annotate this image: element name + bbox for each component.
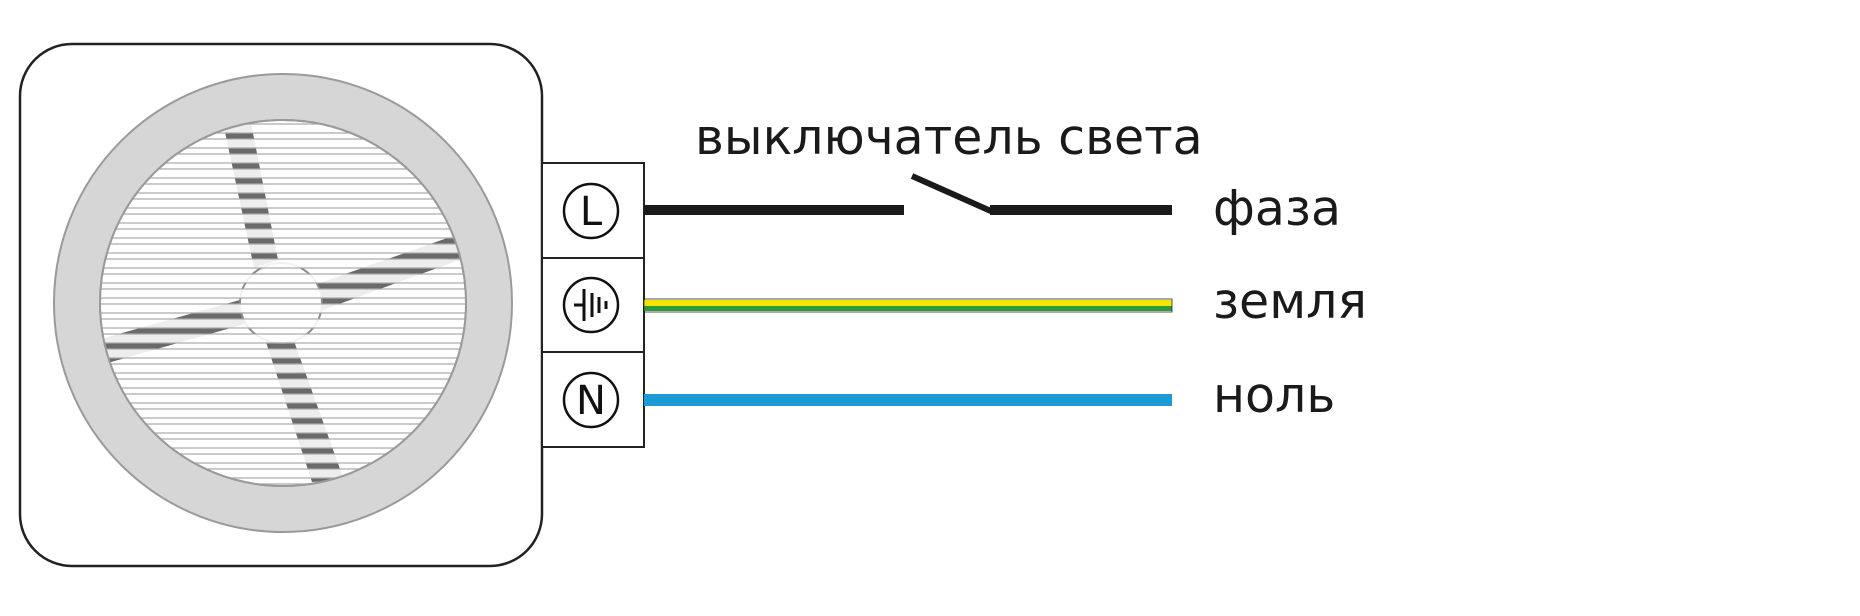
earth-label: земля <box>1213 273 1367 330</box>
grille-louver <box>100 168 466 179</box>
grille-louver <box>100 363 466 374</box>
grille-louver <box>100 288 466 299</box>
grille-louver <box>100 333 466 344</box>
terminal-n-circle <box>562 371 620 429</box>
terminal-pe <box>562 276 620 334</box>
grille-louver <box>100 453 466 464</box>
grille-louver <box>100 213 466 224</box>
grille-louver <box>100 273 466 284</box>
grille-louver <box>100 258 466 269</box>
grille-louvers <box>100 123 466 486</box>
grille-louver <box>100 138 466 149</box>
grille-louver <box>100 408 466 419</box>
earth-wire-green <box>644 306 1172 311</box>
neutral-wire <box>644 394 1172 406</box>
grille-louver <box>100 423 466 434</box>
grille-louver <box>100 183 466 194</box>
terminal-l: L <box>562 182 620 240</box>
terminal-l-letter: L <box>580 189 603 235</box>
terminal-n-letter: N <box>576 378 606 424</box>
grille-louver <box>100 123 466 134</box>
phase-wire <box>644 173 1172 215</box>
grille-louver <box>100 153 466 164</box>
grille-louver <box>100 393 466 404</box>
grille-louver <box>100 243 466 254</box>
grille-louver <box>100 228 466 239</box>
ground-icon <box>574 289 608 321</box>
exhaust-fan <box>18 42 544 568</box>
earth-wire <box>643 298 1173 313</box>
grille-louver <box>100 378 466 389</box>
terminal-l-circle <box>562 182 620 240</box>
wires <box>643 173 1173 406</box>
terminal-n: N <box>562 371 620 429</box>
light-switch-lever <box>910 173 995 215</box>
grille-louver <box>100 318 466 329</box>
grille-louver <box>100 468 466 479</box>
switch-label: выключатель света <box>695 109 1203 166</box>
terminal-block: L N <box>541 162 645 448</box>
phase-label: фаза <box>1213 180 1341 237</box>
earth-wire-yellow <box>644 300 1172 306</box>
grille-louver <box>100 198 466 209</box>
grille-louver <box>100 303 466 314</box>
fan-grille <box>100 120 466 486</box>
neutral-label: ноль <box>1213 367 1335 424</box>
grille-louver <box>100 348 466 359</box>
grille-louver <box>100 438 466 449</box>
